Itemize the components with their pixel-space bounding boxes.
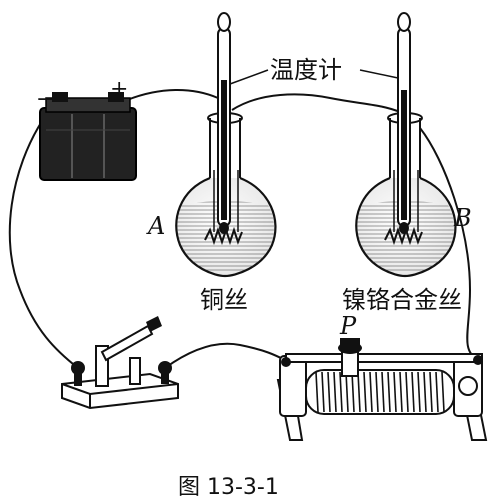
rheostat: P bbox=[276, 312, 488, 441]
thermometer-b bbox=[397, 12, 411, 234]
flask-a-label: A bbox=[146, 212, 165, 240]
battery: − + bbox=[36, 77, 137, 181]
flask-b-label: B bbox=[453, 204, 472, 232]
wire-b-label: 镍铬合金丝 bbox=[342, 286, 462, 314]
thermometer-a bbox=[217, 12, 231, 234]
thermometer-callout: 温度计 bbox=[229, 56, 399, 85]
wire-a-label: 铜丝 bbox=[200, 286, 248, 314]
wires bbox=[8, 89, 479, 369]
battery-plus-label: + bbox=[110, 77, 128, 102]
figure-caption: 图 13-3-1 bbox=[178, 475, 279, 500]
battery-minus-label: − bbox=[36, 87, 54, 112]
slider-p-label: P bbox=[339, 312, 357, 340]
knife-switch bbox=[61, 316, 179, 410]
thermometer-label: 温度计 bbox=[270, 56, 342, 84]
